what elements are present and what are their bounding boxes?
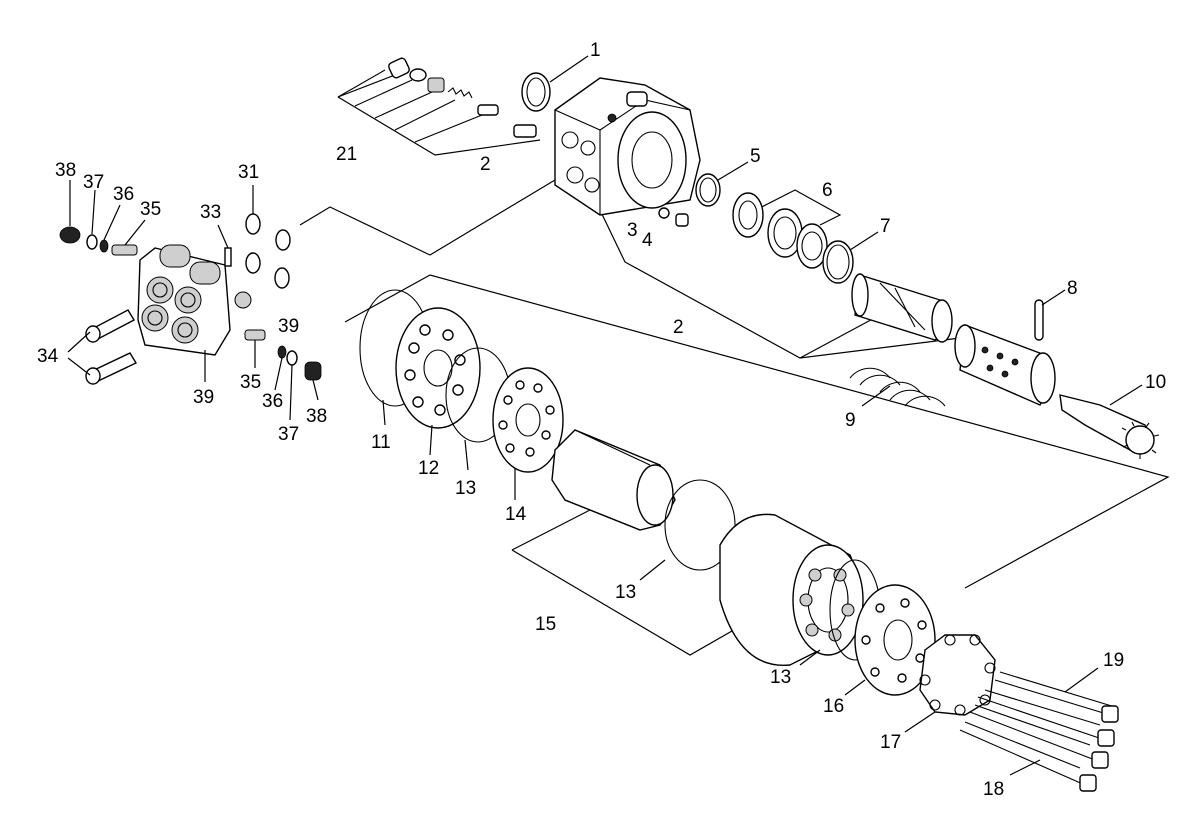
rotor-15 (551, 429, 676, 531)
label-34: 34 (37, 346, 59, 367)
stator-15 (719, 513, 864, 666)
end-plate-16 (844, 584, 936, 696)
label-8: 8 (1067, 278, 1078, 299)
cap-screws-34 (67, 309, 137, 385)
plate-14 (492, 367, 564, 500)
label-16: 16 (823, 696, 844, 717)
relief-valve-parts-21 (337, 57, 537, 143)
part-number-labels: 1 2 2 3 4 5 6 7 8 9 10 11 12 13 13 13 14… (37, 40, 1166, 800)
label-33: 33 (200, 202, 221, 223)
label-18: 18 (983, 779, 1004, 800)
o-ring-1 (521, 72, 551, 112)
label-10: 10 (1145, 372, 1166, 393)
label-39b: 39 (193, 387, 214, 408)
end-cap-17 (904, 634, 996, 733)
centering-springs-9 (849, 367, 946, 407)
end-cover-39 (137, 244, 231, 382)
label-36b: 36 (262, 391, 283, 412)
o-ring-13b (664, 479, 736, 571)
label-9: 9 (845, 410, 856, 431)
pin-8 (1034, 299, 1044, 341)
assembly-brackets (299, 74, 1170, 656)
label-21: 21 (336, 144, 357, 165)
o-rings-31 (245, 185, 291, 289)
label-15: 15 (535, 614, 556, 635)
label-19: 19 (1103, 650, 1124, 671)
pin-33 (224, 247, 232, 267)
label-11: 11 (371, 432, 391, 453)
bolts-18-19 (959, 667, 1119, 792)
label-31: 31 (238, 162, 259, 183)
plug-4 (675, 213, 689, 227)
label-37a: 37 (83, 172, 104, 193)
label-1: 1 (590, 40, 601, 61)
label-39a: 39 (278, 316, 299, 337)
o-ring-7 (822, 240, 854, 284)
valve-plate-12 (395, 307, 481, 456)
label-13b: 13 (615, 582, 636, 603)
ball-3 (658, 207, 670, 219)
label-7: 7 (880, 216, 891, 237)
label-6: 6 (822, 180, 833, 201)
label-5: 5 (750, 146, 761, 167)
label-3: 3 (627, 220, 638, 241)
sleeve (851, 273, 953, 343)
bearing-set-6 (732, 192, 828, 269)
label-14: 14 (505, 504, 527, 525)
valve-set-bottom (234, 291, 322, 421)
label-13c: 13 (770, 667, 791, 688)
label-38a: 38 (55, 160, 76, 181)
label-35b: 35 (240, 372, 261, 393)
drive-shaft-10 (1059, 384, 1160, 459)
label-2a: 2 (480, 154, 491, 175)
label-17: 17 (880, 732, 901, 753)
label-4: 4 (642, 230, 653, 251)
label-13a: 13 (455, 478, 476, 499)
label-36a: 36 (113, 184, 134, 205)
main-housing (554, 77, 701, 216)
spool (954, 324, 1056, 406)
valve-set-top (59, 180, 146, 256)
label-12: 12 (418, 458, 439, 479)
label-37b: 37 (278, 424, 299, 445)
label-2b: 2 (673, 317, 684, 338)
label-35a: 35 (140, 199, 161, 220)
label-38b: 38 (306, 406, 327, 427)
